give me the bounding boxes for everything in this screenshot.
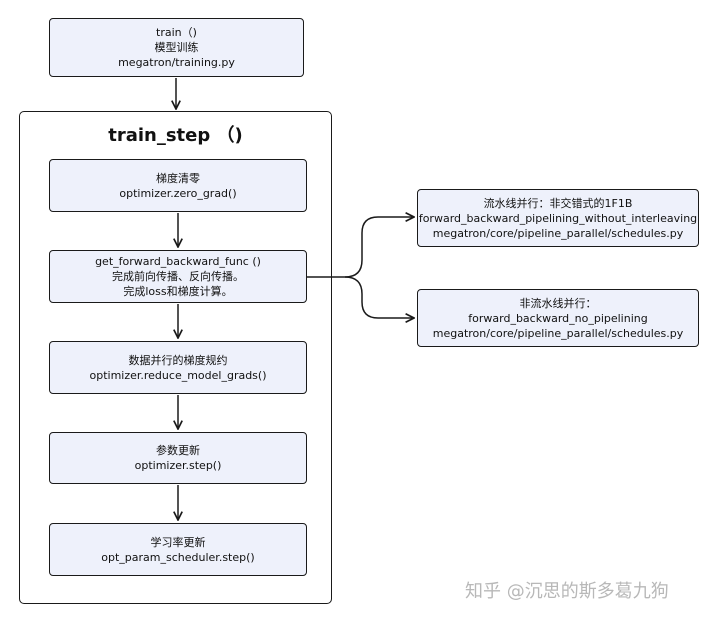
node-no-pipelining-line-2: forward_backward_no_pipelining xyxy=(468,311,648,325)
node-no-pipelining: 非流水线并行： forward_backward_no_pipelining m… xyxy=(417,289,699,347)
node-train-line-1: train（) xyxy=(156,26,197,39)
node-forward-backward-line-1: get_forward_backward_func () xyxy=(95,255,261,268)
node-pipeline-1f1b-line-2: forward_backward_pipelining_without_inte… xyxy=(418,211,698,225)
branch-to-pipeline xyxy=(307,217,414,278)
node-lr-scheduler-step-line-2: opt_param_scheduler.step() xyxy=(101,550,255,564)
node-reduce-grads: 数据并行的梯度规约 optimizer.reduce_model_grads() xyxy=(49,341,307,394)
node-forward-backward-line-3: 完成loss和梯度计算。 xyxy=(123,285,233,298)
node-lr-scheduler-step-line-1: 学习率更新 xyxy=(150,535,206,549)
watermark: 知乎 @沉思的斯多葛九狗 xyxy=(465,581,669,602)
node-zero-grad-line-2: optimizer.zero_grad() xyxy=(119,186,237,200)
node-optimizer-step-line-2: optimizer.step() xyxy=(134,459,222,472)
node-reduce-grads-line-1: 数据并行的梯度规约 xyxy=(128,353,228,367)
train-step-title: train_step （) xyxy=(108,125,243,146)
node-reduce-grads-line-2: optimizer.reduce_model_grads() xyxy=(89,368,267,382)
node-lr-scheduler-step: 学习率更新 opt_param_scheduler.step() xyxy=(49,523,307,576)
node-forward-backward: get_forward_backward_func () 完成前向传播、反向传播… xyxy=(49,250,307,303)
node-no-pipelining-line-3: megatron/core/pipeline_parallel/schedule… xyxy=(432,326,684,340)
node-zero-grad: 梯度清零 optimizer.zero_grad() xyxy=(49,159,307,212)
node-pipeline-1f1b: 流水线并行：非交错式的1F1B forward_backward_pipelin… xyxy=(417,189,699,247)
node-train: train（) 模型训练 megatron/training.py xyxy=(49,18,304,77)
node-optimizer-step: 参数更新 optimizer.step() xyxy=(49,432,307,484)
node-optimizer-step-line-1: 参数更新 xyxy=(156,444,200,457)
node-train-line-3: megatron/training.py xyxy=(118,56,235,69)
node-no-pipelining-line-1: 非流水线并行： xyxy=(519,296,597,310)
node-forward-backward-line-2: 完成前向传播、反向传播。 xyxy=(112,270,244,283)
node-train-line-2: 模型训练 xyxy=(154,41,199,54)
node-pipeline-1f1b-line-3: megatron/core/pipeline_parallel/schedule… xyxy=(432,226,684,240)
node-zero-grad-line-1: 梯度清零 xyxy=(156,171,200,185)
branch-to-no-pipeline xyxy=(344,276,414,318)
node-pipeline-1f1b-line-1: 流水线并行：非交错式的1F1B xyxy=(483,196,633,210)
